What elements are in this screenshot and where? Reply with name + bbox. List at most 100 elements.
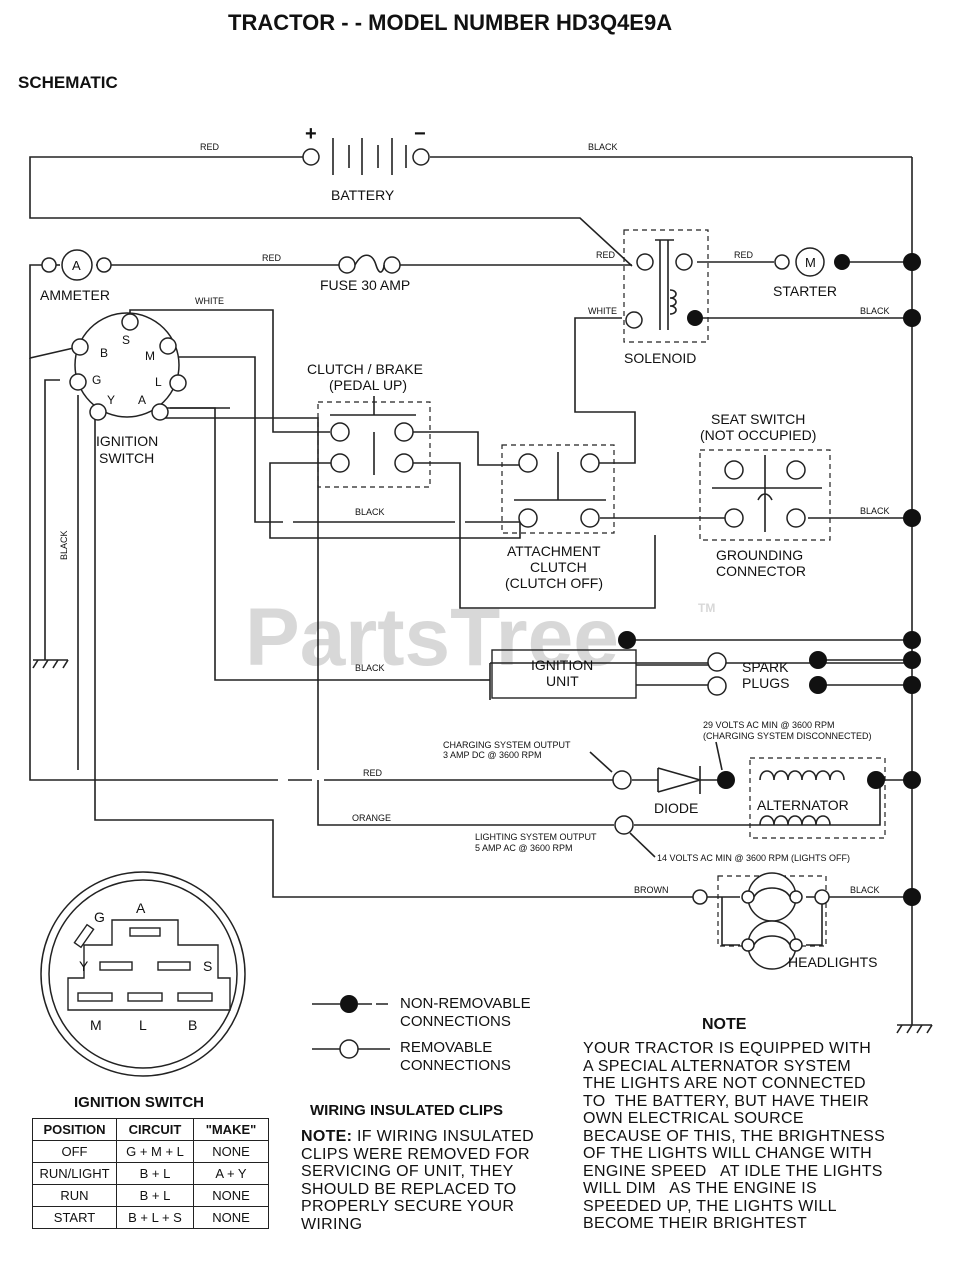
battery-negative: − [414,123,426,145]
fuse: FUSE 30 AMP [320,254,410,293]
terminal-g: G [92,373,101,387]
section-title: SCHEMATIC [18,73,118,92]
wire-white-switch: WHITE [195,296,224,306]
face-terminal-y: Y [79,958,89,974]
wire-black-seat: BLACK [860,506,890,516]
alternator: ALTERNATOR [749,757,886,839]
legend-non-removable-2: CONNECTIONS [400,1013,511,1030]
grounding-connector-label-2: CONNECTOR [716,563,806,579]
wire-brown-headlights: BROWN [634,885,669,895]
solenoid-label: SOLENOID [624,350,696,366]
lighting-output-1: LIGHTING SYSTEM OUTPUT [475,832,597,842]
ground-symbol-left [32,659,69,669]
wire-red-starter: RED [734,250,754,260]
clips-note-text: IF WIRING INSULATED CLIPS WERE REMOVED F… [301,1128,534,1233]
lighting-output-2: 5 AMP AC @ 3600 RPM [475,843,573,853]
face-terminal-b: B [188,1017,197,1033]
volts-29-2: (CHARGING SYSTEM DISCONNECTED) [703,731,872,741]
ignition-switch-face: A G Y S M L B [40,871,246,1077]
table-row: START B + L + S NONE [32,1206,269,1229]
alternator-label: ALTERNATOR [757,797,849,813]
spark-plugs-label-2: PLUGS [742,675,789,691]
table-cell: START [32,1206,117,1229]
solenoid: SOLENOID [623,229,709,366]
ignition-table: POSITION CIRCUIT "MAKE" OFF G + M + L NO… [32,1118,269,1229]
seat-switch: SEAT SWITCH (NOT OCCUPIED) GROUNDING CON… [699,411,831,579]
table-cell: NONE [193,1140,269,1163]
starter: M STARTER [773,247,850,299]
face-terminal-m: M [90,1017,102,1033]
spark-plugs: SPARK PLUGS [742,651,827,694]
starter-symbol: M [805,255,816,270]
ammeter-label: AMMETER [40,287,110,303]
wire-red-charging: RED [363,768,383,778]
terminal-s: S [122,333,130,347]
starter-label: STARTER [773,283,837,299]
terminal-m: M [145,349,155,363]
volts-29-1: 29 VOLTS AC MIN @ 3600 RPM [703,720,835,730]
col-circuit: CIRCUIT [116,1118,194,1141]
output-annotations: CHARGING SYSTEM OUTPUT 3 AMP DC @ 3600 R… [443,720,872,863]
table-header-row: POSITION CIRCUIT "MAKE" [32,1118,269,1141]
wire-black-battery: BLACK [588,142,618,152]
charging-output-1: CHARGING SYSTEM OUTPUT [443,740,571,750]
seat-switch-label-1: SEAT SWITCH [711,411,805,427]
table-cell: NONE [193,1184,269,1207]
table-row: RUN/LIGHT B + L A + Y [32,1162,269,1185]
ignition-switch-label-2: SWITCH [99,450,154,466]
wire-black-headlights: BLACK [850,885,880,895]
charging-output-2: 3 AMP DC @ 3600 RPM [443,750,542,760]
page-title: TRACTOR - - MODEL NUMBER HD3Q4E9A [228,10,672,35]
table-row: RUN B + L NONE [32,1184,269,1207]
ammeter: A AMMETER [40,249,112,303]
table-cell: OFF [32,1140,117,1163]
terminal-y: Y [107,393,115,407]
headlights: HEADLIGHTS [692,872,877,970]
battery-label: BATTERY [331,187,395,203]
wire-black-solenoid: BLACK [860,306,890,316]
ignition-unit: IGNITION UNIT [491,631,727,699]
seat-switch-label-2: (NOT OCCUPIED) [700,427,816,443]
wire-red-fuse: RED [262,253,282,263]
attachment-clutch-label-2: CLUTCH [530,559,587,575]
face-terminal-a: A [136,900,146,916]
ignition-switch-schematic: S M B G L Y A IGNITION SWITCH [69,312,187,466]
table-cell: G + M + L [116,1140,194,1163]
clips-note: NOTE: IF WIRING INSULATED CLIPS WERE REM… [301,1128,534,1233]
wire-black-ignition: BLACK [355,663,385,673]
battery: + − BATTERY [302,123,430,203]
ground-symbol-right [896,1024,933,1034]
wire-white-solenoid: WHITE [588,306,617,316]
face-terminal-s: S [203,958,212,974]
terminal-b: B [100,346,108,360]
terminal-a: A [138,393,146,407]
table-cell: RUN/LIGHT [32,1162,117,1185]
wire-black-clutch: BLACK [355,507,385,517]
battery-positive: + [305,123,317,145]
ignition-switch-label-1: IGNITION [96,433,158,449]
legend: NON-REMOVABLE CONNECTIONS REMOVABLE CONN… [312,995,531,1074]
volts-14: 14 VOLTS AC MIN @ 3600 RPM (LIGHTS OFF) [657,853,850,863]
ammeter-symbol: A [72,258,81,273]
table-cell: B + L [116,1184,194,1207]
spark-plugs-label-1: SPARK [742,659,789,675]
clutch-brake-label-2: (PEDAL UP) [329,377,407,393]
attachment-clutch-label-1: ATTACHMENT [507,543,601,559]
attachment-clutch-label-3: (CLUTCH OFF) [505,575,603,591]
table-cell: B + L + S [116,1206,194,1229]
ignition-table-title: IGNITION SWITCH [74,1094,204,1111]
note-title: NOTE [702,1016,747,1033]
table-row: OFF G + M + L NONE [32,1140,269,1163]
ignition-unit-label-2: UNIT [546,673,579,689]
legend-removable-2: CONNECTIONS [400,1057,511,1074]
wire-labels: RED BLACK RED RED RED BLACK WHITE WHITE … [59,142,890,895]
face-terminal-g: G [94,909,105,925]
clips-note-label: NOTE: [301,1128,353,1145]
legend-non-removable-1: NON-REMOVABLE [400,995,531,1012]
wire-red-battery: RED [200,142,220,152]
bus-connections [903,253,921,906]
wire-red-solenoid: RED [596,250,616,260]
legend-removable-1: REMOVABLE [400,1039,492,1056]
